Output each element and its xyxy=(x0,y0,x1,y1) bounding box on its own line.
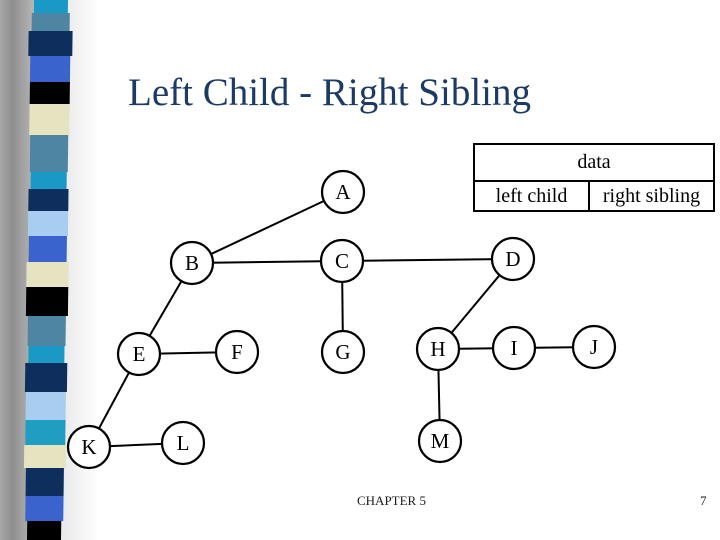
tree-edge-K-L xyxy=(88,442,184,448)
tie-block xyxy=(26,262,69,287)
tree-node-G xyxy=(320,329,366,375)
tree-node-L xyxy=(160,420,206,466)
tie-block xyxy=(29,56,71,82)
tie-block xyxy=(25,496,64,521)
tie-block xyxy=(24,363,68,392)
tie-block xyxy=(27,316,66,346)
tree-node-label-L: L xyxy=(177,431,190,455)
tree-edge-B-C xyxy=(191,260,343,264)
slide-title: Left Child - Right Sibling xyxy=(128,71,532,114)
tree-edge-C-D xyxy=(341,258,514,262)
tie-block xyxy=(25,287,69,316)
tree-node-label-E: E xyxy=(133,342,146,366)
tree-edge-I-J xyxy=(513,346,595,349)
tree-node-A xyxy=(320,169,366,215)
left-tie-decoration xyxy=(0,0,100,540)
tie-block xyxy=(28,346,65,363)
tree-node-I xyxy=(491,325,537,371)
tree-edge-A-B xyxy=(191,191,344,264)
tie-block xyxy=(33,0,68,13)
tree-node-E xyxy=(116,331,162,377)
tree-edge-E-F xyxy=(138,351,238,355)
tree-node-M xyxy=(417,418,463,464)
tie-block xyxy=(25,468,64,496)
tie-block xyxy=(29,82,70,104)
footer-chapter-label: CHAPTER 5 xyxy=(357,493,426,508)
table-cell-data: data xyxy=(475,145,713,182)
tree-node-label-G: G xyxy=(335,340,350,364)
tie-block xyxy=(28,31,73,56)
tree-node-label-J: J xyxy=(590,335,598,359)
tree-node-label-F: F xyxy=(231,340,243,364)
tree-edge-B-E xyxy=(138,262,193,355)
tree-node-label-A: A xyxy=(335,180,351,204)
footer-page-number: 7 xyxy=(700,493,707,508)
tree-node-H xyxy=(415,326,461,372)
tree-node-J xyxy=(571,324,617,370)
tree-edge-H-I xyxy=(437,347,515,350)
tree-node-label-D: D xyxy=(505,247,520,271)
tie-block xyxy=(25,392,66,420)
table-bottom-row: left child right sibling xyxy=(475,182,713,210)
tree-edge-C-G xyxy=(341,260,344,353)
tree-node-label-I: I xyxy=(511,336,518,360)
node-structure-table: data left child right sibling xyxy=(473,143,715,212)
tie-block xyxy=(30,172,67,189)
tie-block xyxy=(27,521,62,540)
tree-node-C xyxy=(319,238,365,284)
tree-node-label-H: H xyxy=(430,337,445,361)
tie-block xyxy=(31,13,70,31)
tie-block xyxy=(27,211,69,236)
tie-block xyxy=(25,420,66,445)
tie-block xyxy=(28,189,69,211)
tree-node-F xyxy=(214,329,260,375)
table-cell-right-sibling: right sibling xyxy=(602,184,701,207)
tree-node-label-M: M xyxy=(431,429,450,453)
tree-node-label-C: C xyxy=(335,249,349,273)
tree-edge-D-H xyxy=(437,258,514,350)
tree-node-label-B: B xyxy=(185,251,199,275)
tie-block xyxy=(29,104,70,135)
table-cell-left-child: left child xyxy=(475,182,590,210)
tree-node-B xyxy=(169,240,215,286)
tie-block xyxy=(23,445,67,468)
tie-block xyxy=(29,135,69,172)
tree-node-D xyxy=(490,236,536,282)
tie-block xyxy=(28,236,67,262)
tree-edge-H-M xyxy=(437,348,441,442)
